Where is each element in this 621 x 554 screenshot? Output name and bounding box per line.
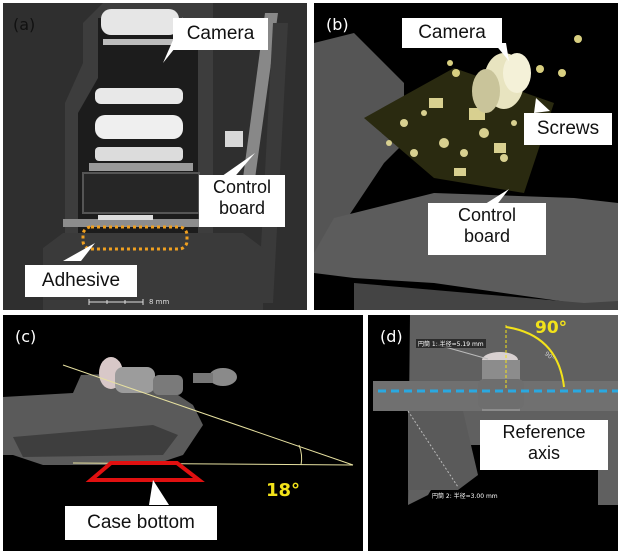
case-bottom-outline	[85, 461, 205, 482]
callout-control-board-a: Control board	[199, 175, 285, 227]
measure-cylinder-2: 円筒 2: 半径=3.00 mm	[430, 491, 500, 500]
ct-slice-image-a	[3, 3, 307, 310]
panel-d: (d) 90° 90° 円筒 1: 半径=5.19 mm 円筒 2: 半径=3.…	[368, 315, 618, 551]
callout-control-board-b-line2: board	[463, 226, 511, 246]
panel-c: (c) 18° Case bottom	[3, 315, 363, 551]
scale-bar-label: 8 mm	[149, 298, 170, 306]
callout-reference-axis: Reference axis	[480, 420, 608, 470]
callout-case-bottom: Case bottom	[65, 506, 217, 540]
callout-adhesive: Adhesive	[25, 265, 137, 297]
callout-control-board-a-line1: Control	[212, 177, 272, 197]
panel-a-label: (a)	[13, 15, 36, 34]
panel-b: (b) Camera Screws Control board	[314, 3, 618, 310]
callout-control-board-a-line2: board	[218, 198, 266, 218]
adhesive-outline	[81, 225, 189, 251]
angle-18-label: 18°	[266, 480, 301, 501]
callout-camera-a: Camera	[173, 18, 268, 50]
panel-d-label: (d)	[380, 327, 403, 346]
callout-control-board-b-line1: Control	[457, 205, 517, 225]
3d-render-image-b	[314, 3, 618, 310]
panel-a: (a) Camera Control board Adhesive 8 mm	[3, 3, 307, 310]
callout-reference-axis-line2: axis	[527, 443, 560, 463]
callout-control-board-b: Control board	[428, 203, 546, 255]
panel-b-label: (b)	[326, 15, 349, 34]
callout-reference-axis-line1: Reference	[502, 422, 586, 442]
measure-cylinder-1: 円筒 1: 半径=5.19 mm	[416, 339, 486, 348]
callout-screws: Screws	[524, 113, 612, 145]
callout-camera-b: Camera	[402, 18, 502, 48]
panel-c-label: (c)	[15, 327, 37, 346]
angle-90-label: 90°	[535, 318, 568, 338]
